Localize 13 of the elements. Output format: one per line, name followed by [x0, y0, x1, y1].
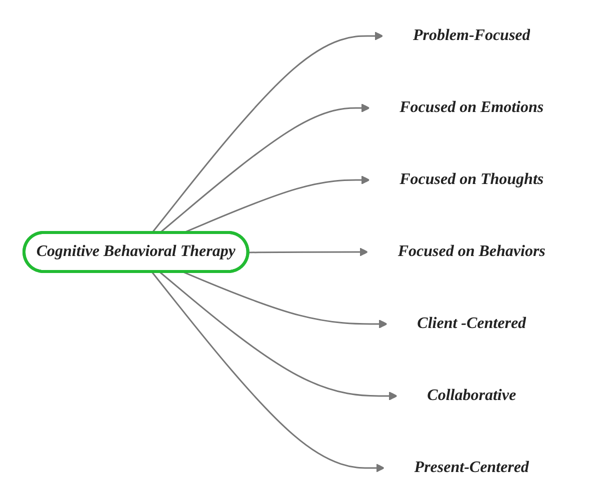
- node-text: Focused on Emotions: [400, 98, 544, 116]
- node-text: Present-Centered: [414, 458, 530, 476]
- arrow: [152, 31, 384, 233]
- node-text: Problem-Focused: [413, 26, 531, 44]
- node-text: Focused on Behaviors: [398, 242, 546, 260]
- node-text: Collaborative: [427, 386, 516, 404]
- arrow: [152, 271, 385, 472]
- arrow: [182, 270, 388, 328]
- arrow: [160, 270, 398, 400]
- arrow: [248, 247, 369, 256]
- arrow: [160, 103, 370, 234]
- node-text: Client -Centered: [417, 314, 526, 332]
- node-text: Focused on Thoughts: [400, 170, 544, 188]
